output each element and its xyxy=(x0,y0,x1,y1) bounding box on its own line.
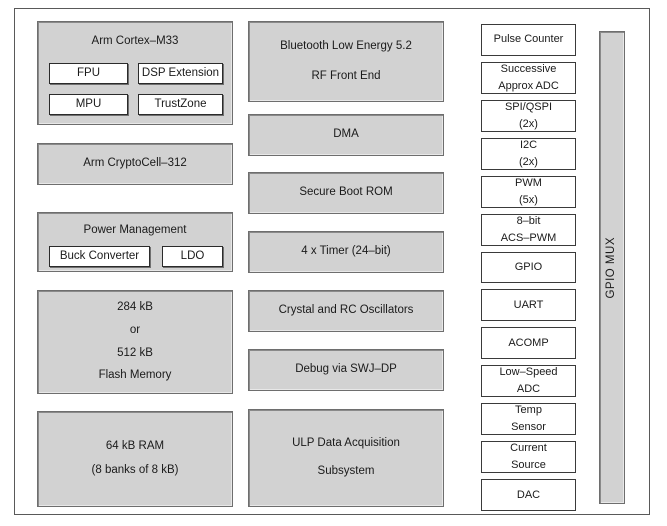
block-temp-sensor-line-2: Sensor xyxy=(511,421,546,434)
block-ram-line-1: 64 kB RAM xyxy=(105,440,165,453)
block-flash-memory: 284 kB or 512 kB Flash Memory xyxy=(37,290,233,394)
block-spi-qspi-line-2: (2x) xyxy=(519,117,538,130)
block-acomp: ACOMP xyxy=(481,327,576,360)
block-arm-cortex-m33: Arm Cortex–M33 FPU DSP Extension MPU Tru… xyxy=(37,21,233,125)
block-trustzone: TrustZone xyxy=(138,94,223,115)
block-successive-approx-adc-line-1: Successive xyxy=(500,62,557,75)
block-i2c-line-2: (2x) xyxy=(519,155,538,168)
block-secure-boot-rom-label: Secure Boot ROM xyxy=(299,186,393,199)
soc-block-diagram: Arm Cortex–M33 FPU DSP Extension MPU Tru… xyxy=(14,8,650,515)
block-temp-sensor: Temp Sensor xyxy=(481,403,576,436)
block-mpu-label: MPU xyxy=(75,97,102,110)
block-bluetooth-low-energy: Bluetooth Low Energy 5.2 RF Front End xyxy=(248,21,444,102)
block-acs-pwm-line-1: 8–bit xyxy=(516,214,541,227)
block-ldo: LDO xyxy=(162,246,223,267)
block-ldo-label: LDO xyxy=(180,249,205,262)
block-ram-line-2: (8 banks of 8 kB) xyxy=(91,464,179,476)
block-secure-boot-rom: Secure Boot ROM xyxy=(248,172,444,214)
block-low-speed-adc-line-2: ADC xyxy=(516,383,541,396)
block-bluetooth-low-energy-line-1: Bluetooth Low Energy 5.2 xyxy=(280,39,412,52)
block-pwm-line-1: PWM xyxy=(515,176,542,189)
block-i2c-line-1: I2C xyxy=(519,138,538,151)
block-buck-converter: Buck Converter xyxy=(49,246,150,267)
block-arm-cryptocell-312-label: Arm CryptoCell–312 xyxy=(83,157,187,170)
block-dma-label: DMA xyxy=(333,128,359,141)
block-oscillators-label: Crystal and RC Oscillators xyxy=(278,304,414,317)
block-spi-qspi-line-1: SPI/QSPI xyxy=(504,100,553,113)
block-low-speed-adc-line-1: Low–Speed xyxy=(499,366,558,379)
block-ulp-data-acquisition-line-1: ULP Data Acquisition xyxy=(292,437,400,450)
block-power-management-title: Power Management xyxy=(83,224,187,236)
block-ulp-data-acquisition: ULP Data Acquisition Subsystem xyxy=(248,409,444,507)
block-gpio-mux-label: GPIO MUX xyxy=(605,236,618,299)
block-pwm-line-2: (5x) xyxy=(519,193,538,206)
block-fpu: FPU xyxy=(49,63,128,84)
block-arm-cortex-m33-title: Arm Cortex–M33 xyxy=(91,35,179,47)
block-current-source-line-2: Source xyxy=(511,459,546,472)
block-i2c: I2C (2x) xyxy=(481,137,576,170)
block-gpio-line-1: GPIO xyxy=(514,260,543,273)
block-flash-memory-line-4: Flash Memory xyxy=(98,369,172,382)
block-successive-approx-adc-line-2: Approx ADC xyxy=(498,79,559,92)
block-pulse-counter-line-1: Pulse Counter xyxy=(493,33,564,46)
block-dsp-extension: DSP Extension xyxy=(138,63,223,84)
block-acs-pwm-line-2: ACS–PWM xyxy=(500,231,557,244)
block-flash-memory-line-3: 512 kB xyxy=(117,346,153,359)
block-ulp-data-acquisition-line-2: Subsystem xyxy=(317,465,375,477)
block-mpu: MPU xyxy=(49,94,128,115)
block-fpu-label: FPU xyxy=(77,66,100,79)
block-oscillators: Crystal and RC Oscillators xyxy=(248,290,444,332)
block-ram: 64 kB RAM (8 banks of 8 kB) xyxy=(37,411,233,507)
block-uart: UART xyxy=(481,289,576,322)
block-current-source: Current Source xyxy=(481,441,576,474)
block-arm-cryptocell-312: Arm CryptoCell–312 xyxy=(37,143,233,185)
block-debug-swj-dp: Debug via SWJ–DP xyxy=(248,349,444,391)
block-bluetooth-low-energy-line-2: RF Front End xyxy=(311,69,381,82)
block-dac: DAC xyxy=(481,479,576,511)
block-current-source-line-1: Current xyxy=(510,442,547,455)
block-gpio: GPIO xyxy=(481,251,576,284)
block-trustzone-label: TrustZone xyxy=(154,97,207,110)
block-dac-line-1: DAC xyxy=(516,488,541,501)
block-spi-qspi: SPI/QSPI (2x) xyxy=(481,99,576,132)
block-flash-memory-line-1: 284 kB xyxy=(117,300,153,313)
block-debug-swj-dp-label: Debug via SWJ–DP xyxy=(295,363,397,376)
block-power-management: Power Management Buck Converter LDO xyxy=(37,212,233,272)
block-acs-pwm: 8–bit ACS–PWM xyxy=(481,213,576,246)
block-flash-memory-line-2: or xyxy=(129,323,141,336)
block-pulse-counter: Pulse Counter xyxy=(481,24,576,56)
block-gpio-mux: GPIO MUX xyxy=(599,31,625,504)
block-temp-sensor-line-1: Temp xyxy=(515,404,542,417)
block-buck-converter-label: Buck Converter xyxy=(59,249,140,262)
block-pwm: PWM (5x) xyxy=(481,175,576,208)
block-low-speed-adc: Low–Speed ADC xyxy=(481,365,576,398)
block-dsp-extension-label: DSP Extension xyxy=(141,66,220,79)
block-timer: 4 x Timer (24–bit) xyxy=(248,231,444,273)
block-uart-line-1: UART xyxy=(513,298,544,311)
block-acomp-line-1: ACOMP xyxy=(508,336,549,349)
block-dma: DMA xyxy=(248,114,444,156)
block-timer-label: 4 x Timer (24–bit) xyxy=(301,245,391,258)
block-successive-approx-adc: Successive Approx ADC xyxy=(481,61,576,94)
